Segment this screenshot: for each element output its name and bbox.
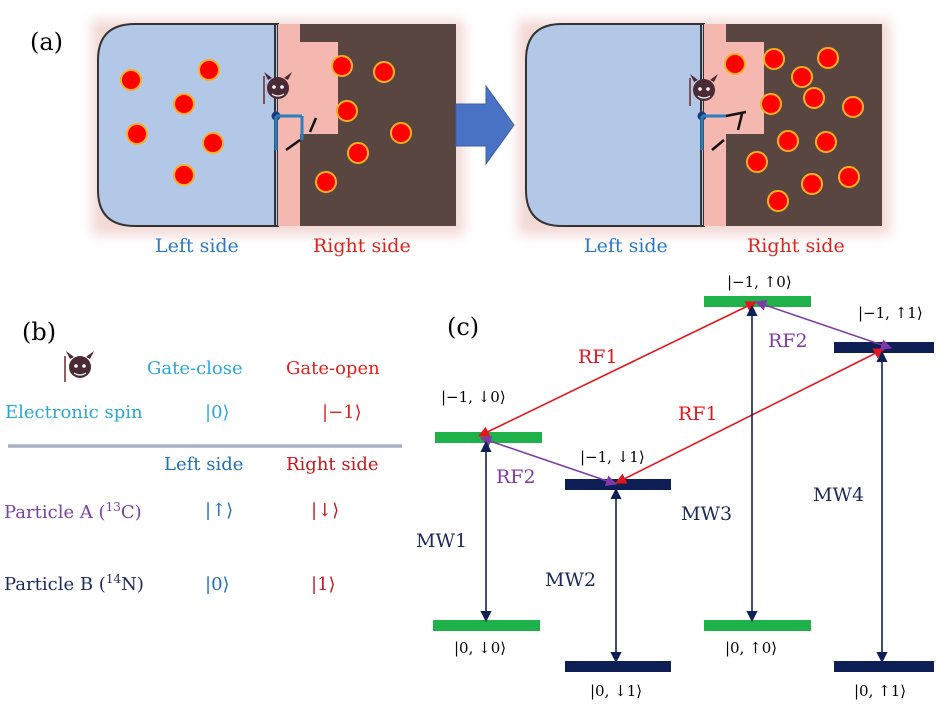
label-0-up1: |0, ↑1⟩ [854,682,906,700]
label-0-up0: |0, ↑0⟩ [725,639,777,657]
gate-panel [300,42,338,134]
rf2-top-arrow [754,299,893,351]
header-right-side: Right side [286,454,379,475]
header-gate-open: Gate-open [286,358,380,379]
level-m1-up1 [834,342,934,353]
level-0-down1 [565,661,671,672]
panel-b-label: (b) [22,318,56,346]
particles-before [120,55,412,193]
label-rf2-top: RF2 [768,330,808,352]
box-after [518,20,890,235]
label-m1-down0: |−1, ↓0⟩ [441,388,506,406]
particle-b-right-state: |1⟩ [311,574,336,595]
caption-left-before: Left side [155,235,239,257]
header-left-side: Left side [164,454,243,475]
gate-strip [278,24,300,226]
level-0-down0 [433,620,540,631]
demon-icon-after [689,74,718,106]
particle-b-left-state: |0⟩ [205,574,230,595]
label-mw1: MW1 [416,530,467,552]
label-mw4: MW4 [813,484,864,506]
rf2-mid-arrow [479,435,618,487]
electronic-close-state: |0⟩ [205,402,230,423]
label-rf1-top: RF1 [578,346,618,368]
panel-c-label: (c) [447,313,479,341]
label-0-down0: |0, ↓0⟩ [454,639,506,657]
row-electronic-spin: Electronic spin [5,402,143,423]
transition-arrow-icon [455,84,515,166]
caption-right-before: Right side [313,235,411,257]
row-particle-b: Particle B (14N) [4,572,144,595]
row-particle-a: Particle A (13C) [4,500,142,523]
header-gate-close: Gate-close [147,358,243,379]
electronic-open-state: |−1⟩ [322,402,362,423]
caption-left-after: Left side [584,235,668,257]
level-m1-down1 [565,479,671,490]
label-mw2: MW2 [545,569,596,591]
caption-right-after: Right side [747,235,845,257]
left-region [97,23,279,227]
gate-lever-icon-after [697,110,747,151]
label-mw3: MW3 [681,503,732,525]
label-m1-up0: |−1, ↑0⟩ [727,273,792,291]
particle-a-left-state: |↑⟩ [205,500,233,521]
panel-a-label: (a) [30,28,63,56]
label-m1-down1: |−1, ↓1⟩ [580,448,645,466]
level-0-up0 [704,620,811,631]
gate-lever-icon [271,111,318,152]
particles-after [724,47,864,212]
box-before [92,20,464,235]
label-0-down1: |0, ↓1⟩ [590,682,642,700]
gate-strip-after [704,24,726,226]
demon-icon [263,72,292,104]
particle-a-right-state: |↓⟩ [311,500,339,521]
label-rf2-mid: RF2 [496,466,536,488]
demon-icon-b [64,351,94,382]
label-m1-up1: |−1, ↑1⟩ [858,304,923,322]
label-rf1-mid: RF1 [678,403,718,425]
level-0-up1 [834,661,934,672]
left-region-after [525,23,705,227]
level-m1-up0 [704,296,811,307]
rf1-mid-arrow [614,348,886,484]
